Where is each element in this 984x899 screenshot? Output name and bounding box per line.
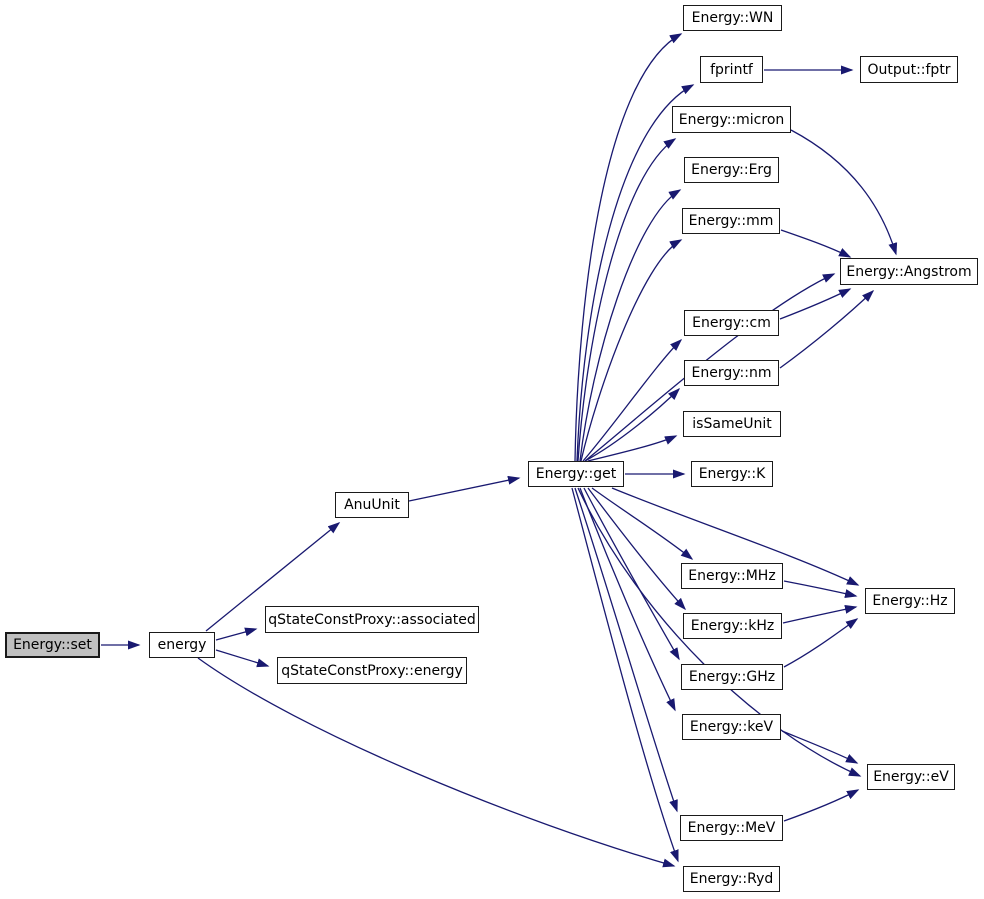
node-energy-mev[interactable]: Energy::MeV: [680, 815, 783, 841]
node-energy-get[interactable]: Energy::get: [528, 461, 624, 487]
node-label: isSameUnit: [692, 416, 772, 432]
node-label: Energy::WN: [691, 10, 774, 26]
node-qstateconstproxy-energy[interactable]: qStateConstProxy::energy: [277, 657, 467, 684]
node-energy-mhz[interactable]: Energy::MHz: [681, 563, 783, 589]
node-output-fptr[interactable]: Output::fptr: [860, 56, 958, 83]
node-label: Output::fptr: [867, 61, 951, 78]
node-label: qStateConstProxy::energy: [281, 662, 463, 679]
node-label: Energy::Erg: [691, 162, 772, 178]
node-qstateconstproxy-associated[interactable]: qStateConstProxy::associated: [265, 606, 479, 633]
node-energy-ryd[interactable]: Energy::Ryd: [683, 866, 780, 892]
node-issameunit[interactable]: isSameUnit: [683, 411, 781, 437]
node-label: Energy::keV: [689, 719, 774, 735]
node-label: Energy::GHz: [688, 669, 776, 685]
node-energy[interactable]: energy: [149, 632, 215, 658]
node-label: Energy::mm: [688, 213, 774, 229]
node-label: qStateConstProxy::associated: [268, 611, 476, 628]
node-energy-hz[interactable]: Energy::Hz: [865, 588, 955, 614]
node-label: Energy::eV: [873, 769, 949, 785]
node-energy-micron[interactable]: Energy::micron: [672, 106, 791, 133]
node-energy-kev[interactable]: Energy::keV: [682, 714, 781, 740]
node-label: AnuUnit: [344, 497, 400, 513]
node-energy-k[interactable]: Energy::K: [691, 461, 773, 487]
node-label: Energy::Hz: [872, 593, 948, 609]
node-energy-khz[interactable]: Energy::kHz: [683, 613, 782, 639]
node-label: Energy::K: [698, 466, 766, 482]
node-label: Energy::micron: [678, 111, 785, 128]
node-energy-wn[interactable]: Energy::WN: [683, 5, 782, 31]
node-anuunit[interactable]: AnuUnit: [335, 492, 409, 518]
node-energy-nm[interactable]: Energy::nm: [684, 360, 779, 386]
node-label: Energy::kHz: [690, 618, 775, 634]
node-energy-cm[interactable]: Energy::cm: [684, 310, 779, 336]
node-energy-ev[interactable]: Energy::eV: [867, 764, 955, 790]
node-fprintf[interactable]: fprintf: [700, 56, 763, 83]
node-label: fprintf: [710, 61, 753, 78]
node-energy-erg[interactable]: Energy::Erg: [684, 157, 779, 183]
node-label: Energy::MHz: [688, 568, 776, 584]
node-label: Energy::MeV: [687, 820, 776, 836]
node-energy-ghz[interactable]: Energy::GHz: [681, 664, 783, 690]
node-energy-angstrom[interactable]: Energy::Angstrom: [840, 258, 978, 285]
node-energy-mm[interactable]: Energy::mm: [682, 208, 780, 234]
node-energy-set: Energy::set: [5, 632, 100, 658]
node-label: Energy::Ryd: [689, 871, 774, 887]
node-label: Energy::nm: [691, 365, 772, 381]
node-label: Energy::Angstrom: [846, 263, 972, 280]
node-label: Energy::get: [535, 466, 617, 482]
node-label: energy: [157, 637, 207, 653]
node-label: Energy::set: [13, 637, 92, 653]
node-label: Energy::cm: [692, 315, 771, 331]
